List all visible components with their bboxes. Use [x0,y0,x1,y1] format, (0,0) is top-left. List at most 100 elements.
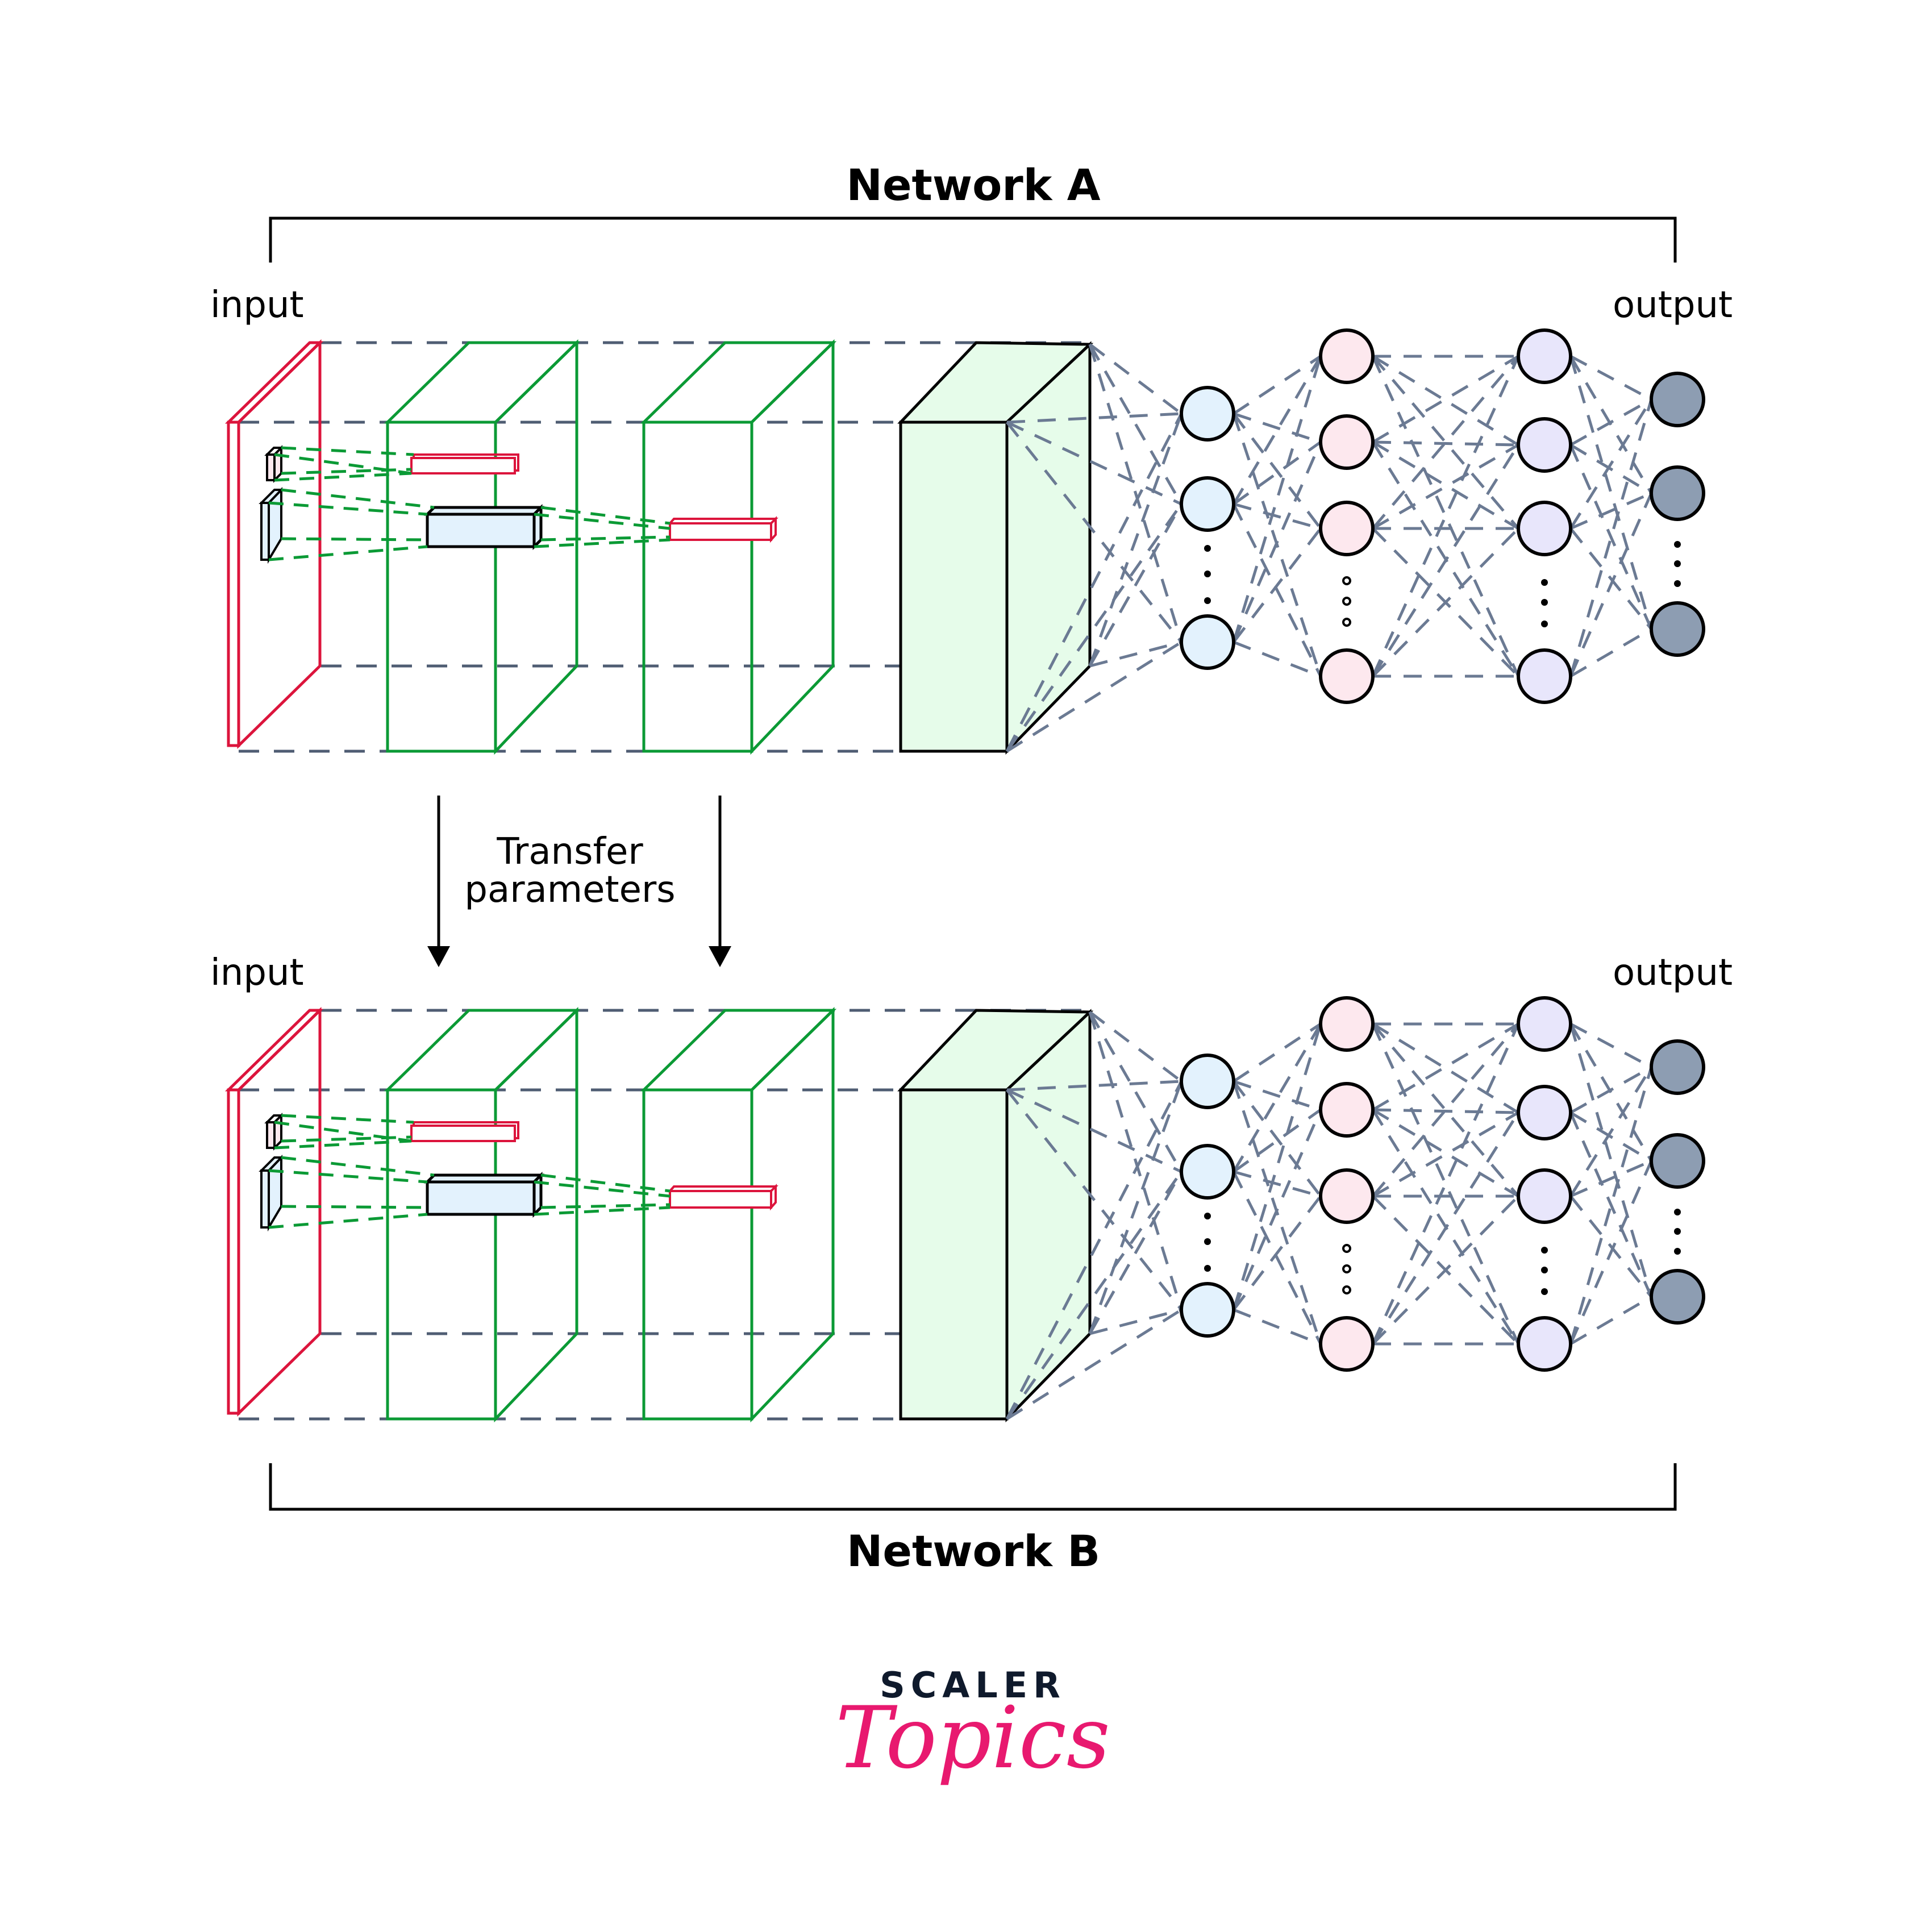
neuron-node [1180,1282,1235,1338]
transfer-label-line1: Transfer [496,831,643,873]
neuron-node [1650,1039,1705,1095]
connection-line [1088,1011,1183,1310]
connection-line [1372,1108,1519,1114]
connection-line [1005,1080,1183,1420]
neuron-node [1517,996,1572,1052]
connection-line [1372,1023,1519,1197]
connection-line [1232,356,1322,643]
feature-bar-red-2-side [770,1184,777,1211]
connection-line [1569,355,1652,401]
projection-line [274,1139,412,1150]
neuron-node [1650,1269,1705,1325]
projection-line [274,472,412,482]
projection-line [540,1203,671,1209]
input-layer [224,339,324,749]
transfer-label-line2: parameters [464,869,675,911]
ellipsis-dot-icon [1204,571,1211,577]
ellipsis-dot-icon [1541,1288,1548,1295]
conv-layer-2-top [640,1009,837,1092]
projection-line [281,1156,435,1177]
neuron-node [1517,1316,1572,1372]
projection-line [281,488,435,509]
neuron-node [1650,465,1705,521]
connection-line [1233,1195,1322,1311]
flatten-front [899,420,1009,753]
kernels [259,1113,778,1232]
kernels [259,445,778,564]
hidden-layer-2 [1319,996,1375,1372]
conv-layer-1-top [384,1009,581,1092]
input-slab-front [227,420,240,747]
neuron-node [1319,648,1375,704]
projection-line [268,545,428,561]
connection-line [1233,1080,1322,1197]
ellipsis-dot-icon [1674,580,1681,587]
conv-layer-1-top [384,341,581,424]
ellipsis-circle-icon [1342,1285,1351,1294]
connection-line [1371,1023,1520,1345]
connection-line [1232,355,1322,505]
connection-line [1233,1108,1322,1173]
connection-line [1233,1170,1321,1198]
connection-line [1006,421,1182,643]
feature-box-blue-top [423,506,545,516]
connection-line [1232,1023,1322,1310]
connection-line [1569,1195,1652,1298]
logo-brand-text: SCALER [880,1664,1066,1706]
connection-line [1569,398,1652,447]
connection-line [1372,1022,1519,1114]
conv-layer-2-side [750,339,835,755]
connection-line [1232,442,1322,643]
connection-line [1372,355,1519,530]
output-layer [1650,372,1705,657]
ellipsis-dot-icon [1674,1209,1681,1215]
neuron-node [1650,1133,1705,1189]
conv-layer-1 [384,1007,581,1423]
connection-line [1232,503,1322,677]
connection-line [1372,443,1519,530]
neuron-node [1319,1316,1375,1372]
connection-line [1233,1308,1321,1346]
output-label: output [1613,284,1733,326]
neuron-node [1319,1082,1375,1138]
guide-lines [239,341,1090,753]
connection-line [1569,444,1653,630]
connection-line [1372,1023,1519,1197]
input-slab-side [237,1007,322,1417]
connection-line [1372,355,1519,530]
connection-line [1088,1081,1183,1334]
flatten-block [897,1009,1094,1423]
neuron-node [1517,417,1572,473]
neuron-node [1319,996,1375,1052]
connection-line [1372,440,1519,530]
connection-line [1233,1080,1321,1111]
hidden-layer-1 [1180,386,1235,670]
ellipsis-dot-icon [1204,1213,1211,1219]
feature-box-blue-front [426,513,536,548]
connection-line [1088,503,1183,667]
neuron-node [1180,476,1235,532]
projection-line [281,1114,414,1124]
neuron-node [1319,501,1375,556]
connection-line [1233,527,1322,643]
connection-line [1569,1023,1653,1162]
connection-line [1089,1011,1182,1083]
ellipsis-dot-icon [1674,1248,1681,1255]
network-a-title: Network A [846,160,1100,210]
connection-line [1372,1108,1519,1198]
projection-line [281,446,414,456]
flatten-block [897,341,1094,755]
connection-line [1232,1109,1322,1310]
ellipsis-circle-icon [1342,1244,1351,1253]
feature-bar-red-2-top [667,518,778,524]
flatten-front [899,1088,1009,1421]
arrow-down-icon [709,946,731,967]
output-layer [1650,1039,1705,1325]
connection-line [1372,1111,1519,1198]
connection-line [1233,413,1322,530]
projection-line [281,537,428,542]
connection-line [1569,398,1653,530]
conv-layer-2-front [642,1088,753,1421]
connection-line [1088,1011,1183,1173]
